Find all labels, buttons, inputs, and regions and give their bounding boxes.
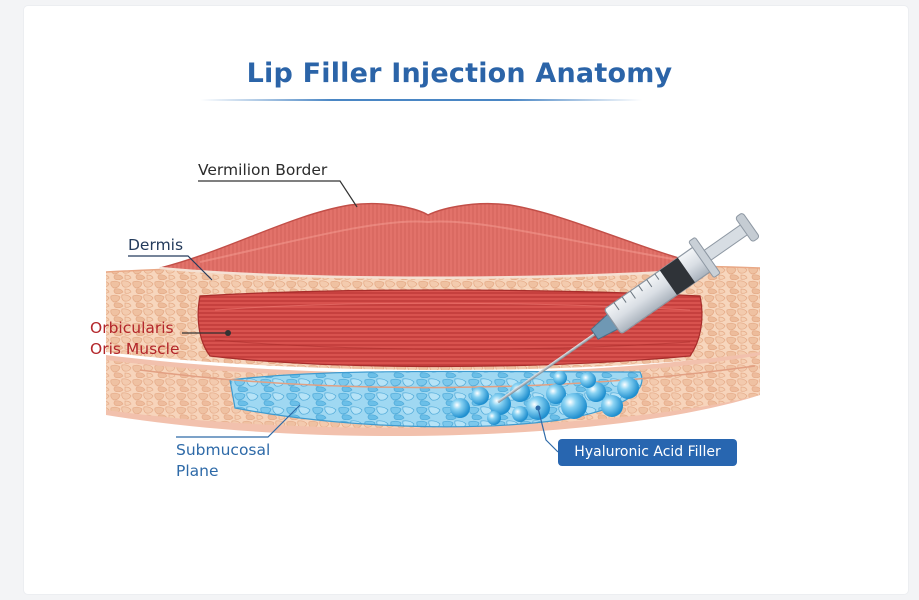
needle [497,332,598,404]
title-underline [200,99,642,101]
diagram-title: Lip Filler Injection Anatomy [246,58,673,89]
label-orbicularis-line1: Orbicularis [90,319,174,337]
leader-submucosal [176,404,301,438]
filler-bubbles [450,371,639,425]
plunger-stopper [659,257,696,295]
leader-dermis [128,255,213,281]
leader-vermilion [198,180,358,208]
leader-filler [537,407,559,453]
label-vermilion-border: Vermilion Border [198,161,328,179]
label-hyaluronic-acid-filler: Hyaluronic Acid Filler [558,439,737,466]
label-submucosal-line2: Plane [176,462,219,480]
vermilion-lip [159,202,716,279]
label-submucosal-line1: Submucosal [176,441,271,459]
label-dermis: Dermis [128,236,184,254]
label-orbicularis-line2: Oris Muscle [90,340,180,358]
syringe [497,213,760,404]
